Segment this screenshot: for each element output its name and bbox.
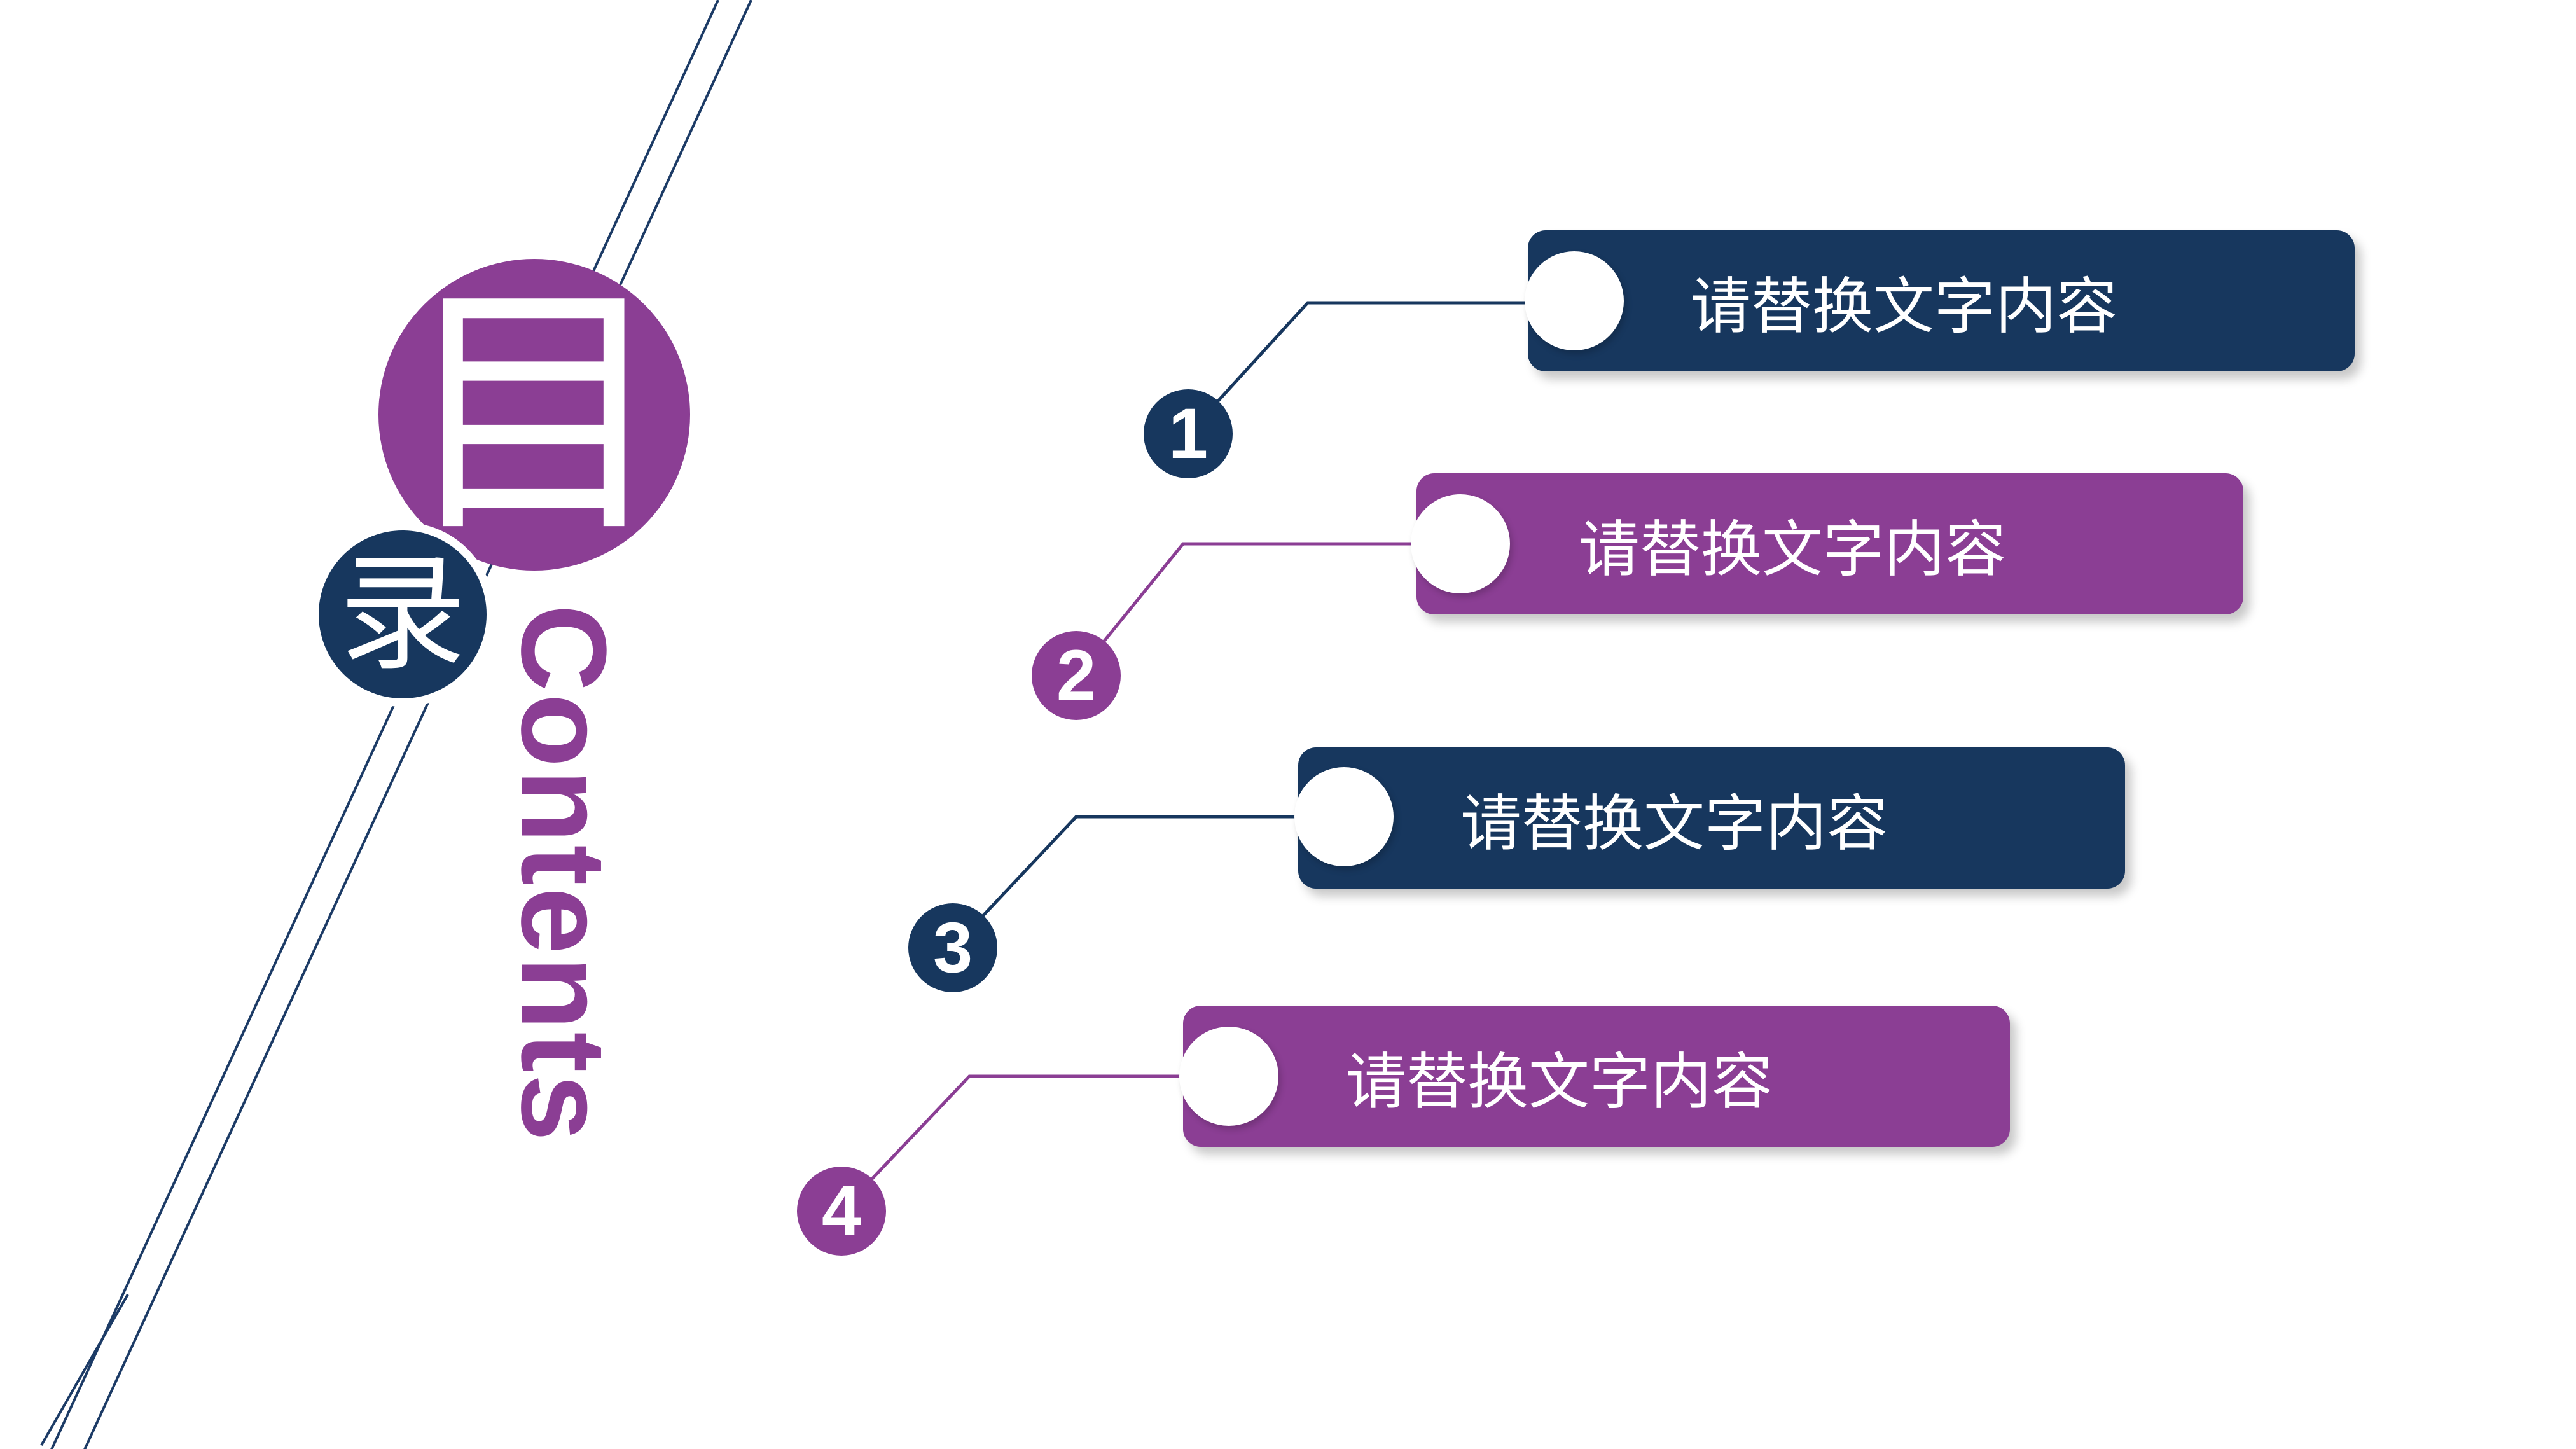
toc-item-label-2: 请替换文字内容 bbox=[1579, 515, 2006, 584]
toc-title-cn-char-1: 目 bbox=[401, 265, 668, 564]
toc-title-circle: 目 bbox=[378, 259, 690, 571]
item-number-4: 4 bbox=[821, 1171, 862, 1251]
toc-item-banner-4: 请替换文字内容 bbox=[1183, 1006, 2010, 1147]
toc-item-banner-1: 请替换文字内容 bbox=[1528, 230, 2355, 371]
item-number-badge-3: 3 bbox=[908, 903, 997, 992]
item-number-1: 1 bbox=[1168, 394, 1208, 473]
toc-item-banner-3: 请替换文字内容 bbox=[1298, 747, 2125, 889]
connector-node-circle-3 bbox=[1294, 767, 1394, 866]
item-number-badge-4: 4 bbox=[797, 1167, 886, 1256]
item-number-2: 2 bbox=[1056, 635, 1097, 715]
connector-line-item-2 bbox=[1075, 542, 1460, 677]
item-number-badge-2: 2 bbox=[1032, 631, 1121, 720]
item-number-3: 3 bbox=[932, 908, 973, 987]
connector-line-item-3 bbox=[952, 815, 1344, 949]
connector-node-circle-2 bbox=[1411, 494, 1510, 593]
connector-line-item-1 bbox=[1187, 301, 1574, 435]
toc-item-banner-2: 请替换文字内容 bbox=[1416, 473, 2243, 614]
toc-title-en: Contents bbox=[496, 604, 631, 1144]
toc-title-cn-char-2: 录 bbox=[338, 543, 466, 685]
connector-line-item-4 bbox=[840, 1074, 1229, 1212]
connector-node-circle-4 bbox=[1179, 1027, 1278, 1126]
toc-item-label-4: 请替换文字内容 bbox=[1345, 1048, 1773, 1116]
diagonal-line-decoration bbox=[40, 1294, 129, 1446]
diagonal-line-decoration bbox=[50, 0, 719, 1449]
toc-item-label-1: 请替换文字内容 bbox=[1690, 272, 2117, 341]
connector-node-circle-1 bbox=[1525, 251, 1624, 350]
diagonal-line-decoration bbox=[83, 0, 752, 1449]
toc-item-label-3: 请替换文字内容 bbox=[1460, 789, 1888, 858]
toc-title-circle-small: 录 bbox=[310, 522, 495, 707]
item-number-badge-1: 1 bbox=[1144, 389, 1233, 478]
